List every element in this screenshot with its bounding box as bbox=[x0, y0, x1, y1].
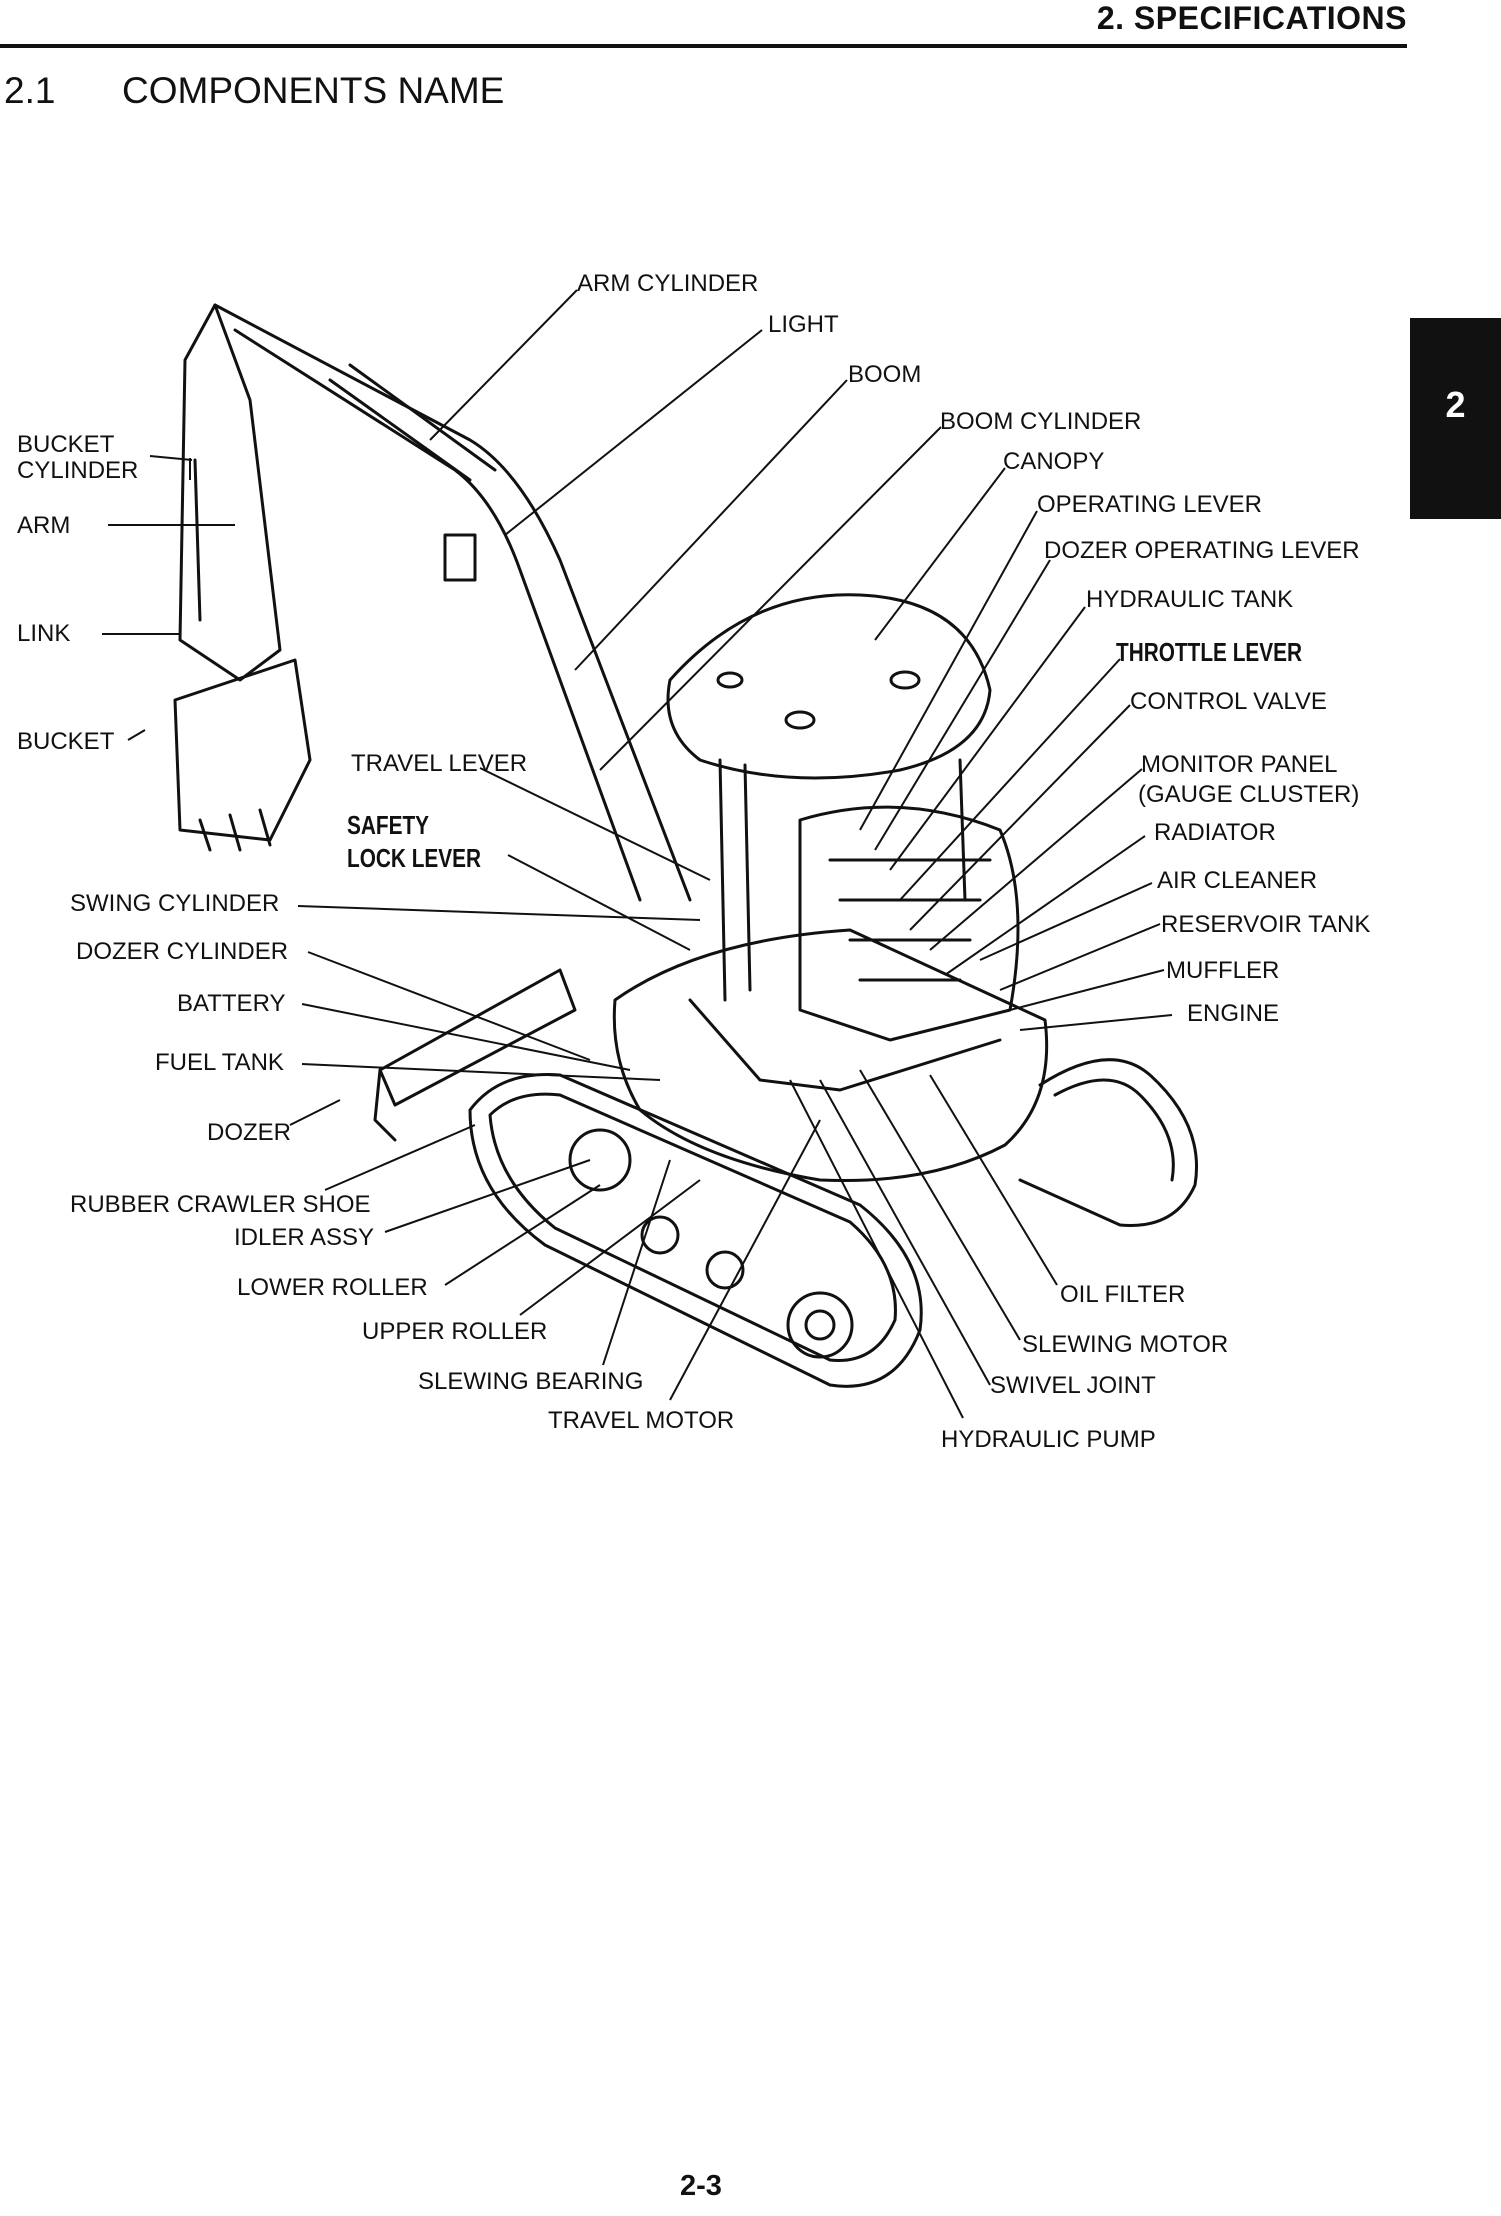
label-reservoir-tank: RESERVOIR TANK bbox=[1161, 911, 1371, 938]
label-slewing-motor: SLEWING MOTOR bbox=[1022, 1331, 1229, 1358]
label-boom-cylinder: BOOM CYLINDER bbox=[940, 408, 1142, 435]
label-lower-roller: LOWER ROLLER bbox=[237, 1274, 428, 1301]
label-upper-roller: UPPER ROLLER bbox=[362, 1318, 548, 1345]
label-canopy: CANOPY bbox=[1003, 448, 1105, 475]
label-light: LIGHT bbox=[768, 311, 839, 338]
label-lock-lever: LOCK LEVER bbox=[347, 843, 482, 873]
label-control-valve: CONTROL VALVE bbox=[1130, 688, 1327, 715]
chapter-tab: 2 bbox=[1410, 318, 1501, 519]
section-title: COMPONENTS NAME bbox=[122, 70, 505, 111]
label-operating-lever: OPERATING LEVER bbox=[1037, 491, 1262, 518]
label-battery: BATTERY bbox=[177, 990, 286, 1017]
label-arm: ARM bbox=[17, 512, 71, 539]
label-idler-assy: IDLER ASSY bbox=[234, 1224, 375, 1251]
label-rubber-crawler-shoe: RUBBER CRAWLER SHOE bbox=[70, 1191, 371, 1218]
label-safety: SAFETY bbox=[347, 810, 430, 840]
leader-lines bbox=[102, 289, 1173, 1419]
label-gauge-cluster: (GAUGE CLUSTER) bbox=[1138, 781, 1360, 808]
label-swivel-joint: SWIVEL JOINT bbox=[990, 1372, 1156, 1399]
label-oil-filter: OIL FILTER bbox=[1060, 1281, 1186, 1308]
label-engine: ENGINE bbox=[1187, 1000, 1280, 1027]
label-bucket: BUCKET bbox=[17, 728, 115, 755]
label-bucket-cylinder-2: CYLINDER bbox=[17, 457, 139, 484]
label-fuel-tank: FUEL TANK bbox=[155, 1049, 284, 1076]
label-muffler: MUFFLER bbox=[1166, 957, 1280, 984]
label-arm-cylinder: ARM CYLINDER bbox=[577, 270, 759, 297]
label-dozer: DOZER bbox=[207, 1119, 291, 1146]
label-radiator: RADIATOR bbox=[1154, 819, 1276, 846]
label-slewing-bearing: SLEWING BEARING bbox=[418, 1368, 644, 1395]
section-heading: 2.1 COMPONENTS NAME bbox=[4, 70, 504, 112]
label-bucket-cylinder: BUCKET bbox=[17, 431, 115, 458]
label-monitor-panel: MONITOR PANEL bbox=[1141, 751, 1338, 778]
label-dozer-cylinder: DOZER CYLINDER bbox=[76, 938, 289, 965]
label-boom: BOOM bbox=[848, 361, 922, 388]
header-rule bbox=[0, 44, 1407, 48]
label-dozer-operating-lever: DOZER OPERATING LEVER bbox=[1044, 537, 1360, 564]
label-hydraulic-pump: HYDRAULIC PUMP bbox=[941, 1426, 1156, 1453]
label-hydraulic-tank: HYDRAULIC TANK bbox=[1086, 586, 1294, 613]
chapter-tab-label: 2 bbox=[1445, 384, 1466, 425]
section-number: 2.1 bbox=[4, 70, 56, 111]
page-number: 2-3 bbox=[680, 2170, 722, 2202]
excavator-drawing bbox=[173, 303, 1199, 1388]
label-throttle-lever: THROTTLE LEVER bbox=[1116, 637, 1303, 667]
label-swing-cylinder: SWING CYLINDER bbox=[70, 890, 280, 917]
label-air-cleaner: AIR CLEANER bbox=[1157, 867, 1318, 894]
label-travel-motor: TRAVEL MOTOR bbox=[548, 1407, 735, 1434]
label-travel-lever: TRAVEL LEVER bbox=[351, 750, 528, 777]
chapter-header: 2. SPECIFICATIONS bbox=[1096, 0, 1407, 36]
label-link: LINK bbox=[17, 620, 71, 647]
